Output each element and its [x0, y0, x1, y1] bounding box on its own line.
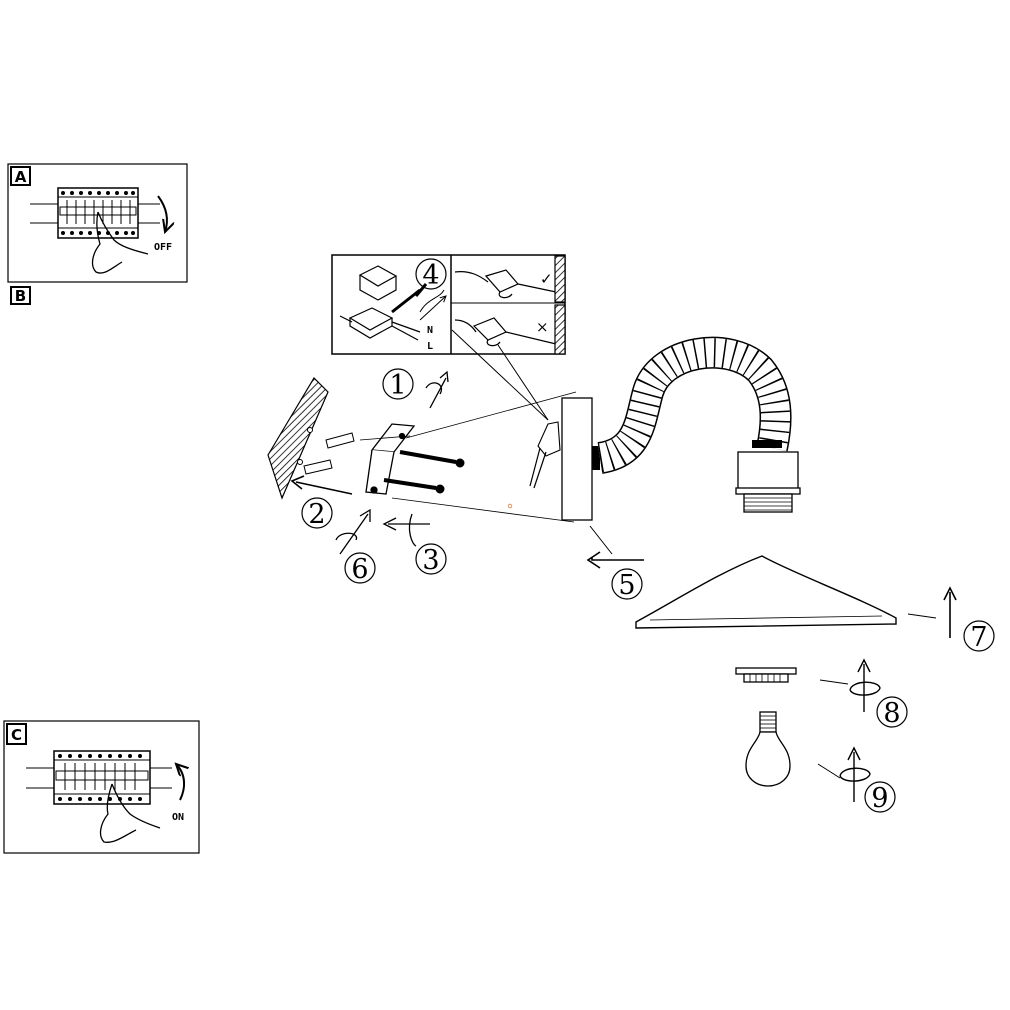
wall-plug-icon [303, 432, 355, 475]
step-5-marker: 5 [611, 568, 643, 601]
wire-connection-wrong [454, 304, 566, 355]
step-3-number: 3 [422, 545, 439, 576]
wrong-x-mark: × [536, 318, 549, 336]
step-8-marker: 8 [876, 696, 908, 729]
step-9-arrow-icon [839, 746, 871, 802]
step-2-number: 2 [308, 499, 325, 530]
panel-a-letter: A [15, 168, 27, 186]
breaker-box-icon [26, 750, 172, 805]
step-5-arrow-icon [586, 551, 644, 569]
panel-b-letter: B [15, 287, 26, 305]
step-1-marker: 1 [382, 368, 414, 401]
step-6-arrow-icon [335, 508, 371, 555]
light-bulb-icon [745, 711, 791, 787]
accent-dot [507, 503, 513, 509]
step-6-number: 6 [351, 554, 368, 585]
wall-canopy [529, 397, 600, 521]
screw-icon [383, 450, 465, 494]
hand-icon [99, 783, 161, 843]
panel-c: C ON [3, 720, 200, 854]
mounting-bracket [365, 423, 416, 495]
step-9-number: 9 [871, 783, 888, 814]
step-4-circle [415, 258, 447, 290]
switch-off-arrow-icon [157, 195, 167, 232]
step-7-arrow-icon [943, 586, 957, 638]
step-2-arrow-icon [290, 475, 353, 495]
gooseneck-arm [596, 336, 792, 474]
terminal-block-icon [339, 265, 421, 341]
panel-b: B [10, 286, 31, 305]
wiring-inset: N L 4 ✓ × [331, 254, 566, 421]
step-2-marker: 2 [301, 497, 333, 530]
rotate-arrow-icon [419, 290, 446, 321]
switch-on-arrow-icon [176, 764, 184, 801]
step-4-number: 4 [422, 260, 439, 291]
hand-icon [91, 211, 149, 274]
panel-c-letter: C [11, 726, 22, 744]
step-1-number: 1 [389, 370, 406, 401]
lamp-socket [735, 451, 801, 513]
step-7-marker: 7 [963, 620, 995, 653]
shade-ring [735, 667, 797, 683]
screwdriver-icon [391, 283, 428, 314]
panel-c-label: ON [172, 812, 184, 823]
step-9-marker: 9 [864, 781, 896, 814]
step-3-arrow-icon [382, 513, 430, 547]
lamp-shade [635, 555, 897, 629]
panel-a: A OFF [7, 163, 188, 283]
step-6-marker: 6 [344, 552, 376, 585]
step-1-arrow-icon [425, 370, 449, 409]
step-8-number: 8 [883, 698, 900, 729]
step-5-number: 5 [618, 570, 635, 601]
step-8-arrow-icon [849, 658, 881, 712]
terminal-label-l: L [427, 341, 433, 352]
step-7-number: 7 [970, 622, 987, 653]
wall-section [267, 377, 329, 500]
wire-connection-correct [454, 255, 566, 303]
correct-check-mark: ✓ [540, 270, 553, 288]
panel-a-label: OFF [154, 242, 172, 253]
terminal-label-n: N [427, 325, 433, 336]
step-3-marker: 3 [415, 543, 447, 576]
